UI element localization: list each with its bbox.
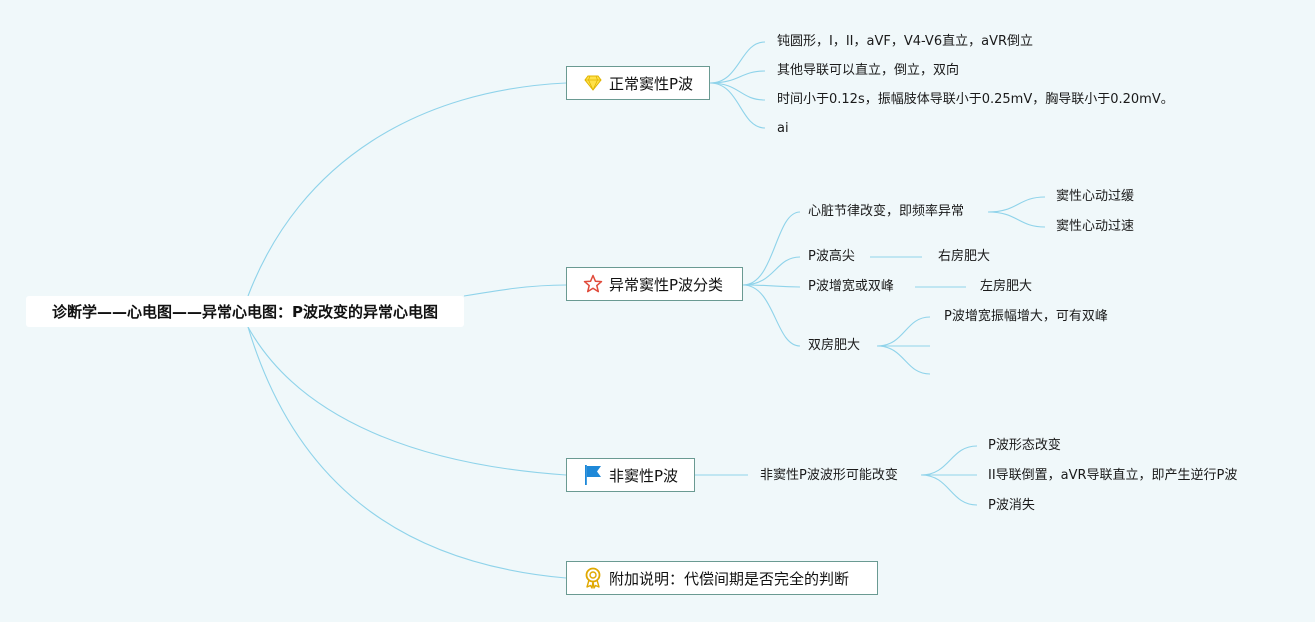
leaf-b1-2[interactable]: 其他导联可以直立，倒立，双向 xyxy=(777,63,960,78)
node-biatrial-enlargement[interactable]: 双房肥大 xyxy=(808,338,861,353)
branch-normal-sinus-p-wave[interactable]: 正常窦性P波 xyxy=(566,66,710,100)
connector-root-branch-3 xyxy=(247,326,567,476)
diamond-icon xyxy=(583,73,603,93)
connector-b2-child-4 xyxy=(742,284,801,347)
branch-label: 非窦性P波 xyxy=(609,466,679,485)
leaf-b1-3[interactable]: 时间小于0.12s，振幅肢体导联小于0.25mV，胸导联小于0.20mV。 xyxy=(777,92,1174,107)
root-topic[interactable]: 诊断学——心电图——异常心电图：P波改变的异常心电图 xyxy=(26,296,464,327)
branch-label: 附加说明：代偿间期是否完全的判断 xyxy=(609,569,850,588)
node-non-sinus-waveform-change[interactable]: 非窦性P波波形可能改变 xyxy=(760,468,898,483)
leaf-b1-1[interactable]: 钝圆形，I，II，aVF，V4-V6直立，aVR倒立 xyxy=(777,34,1033,49)
connector-root-branch-1 xyxy=(247,82,567,297)
flag-icon xyxy=(583,465,603,485)
root-topic-label: 诊断学——心电图——异常心电图：P波改变的异常心电图 xyxy=(52,303,438,321)
leaf-p-wave-morphology-change[interactable]: P波形态改变 xyxy=(988,438,1061,453)
branch-label: 异常窦性P波分类 xyxy=(609,275,724,294)
connector-b1-leaf-1 xyxy=(709,41,766,84)
connector-b2c1-sub-1 xyxy=(987,196,1046,213)
connector-b2-child-1 xyxy=(742,211,801,286)
connector-b1-leaf-3 xyxy=(709,82,766,101)
leaf-left-atrial-enlargement[interactable]: 左房肥大 xyxy=(980,279,1033,294)
connector-b2c1-sub-2 xyxy=(987,211,1046,228)
connector-root-branch-4 xyxy=(247,326,567,579)
connector-b2c4-sub-3 xyxy=(876,345,931,375)
branch-abnormal-sinus-p-wave[interactable]: 异常窦性P波分类 xyxy=(566,267,743,301)
connector-b2-child-2 xyxy=(742,256,801,286)
node-heart-rhythm-change[interactable]: 心脏节律改变，即频率异常 xyxy=(808,204,965,219)
connector-b3c1-sub-1 xyxy=(920,445,978,476)
leaf-sinus-tachycardia[interactable]: 窦性心动过速 xyxy=(1056,219,1135,234)
branch-additional-notes[interactable]: 附加说明：代偿间期是否完全的判断 xyxy=(566,561,878,595)
leaf-right-atrial-enlargement[interactable]: 右房肥大 xyxy=(938,249,991,264)
connector-b3c1-sub-3 xyxy=(920,474,978,506)
connector-b1-leaf-2 xyxy=(709,70,766,84)
leaf-wide-tall-p-wave[interactable]: P波增宽振幅增大，可有双峰 xyxy=(944,309,1108,324)
node-wide-double-peak-p-wave[interactable]: P波增宽或双峰 xyxy=(808,279,894,294)
award-icon xyxy=(583,567,603,589)
star-icon xyxy=(583,274,603,294)
leaf-sinus-bradycardia[interactable]: 窦性心动过缓 xyxy=(1056,189,1135,204)
leaf-b1-4[interactable]: ai xyxy=(777,121,789,136)
connector-root-branch-2 xyxy=(463,284,567,297)
connector-b2c4-sub-1 xyxy=(876,316,931,347)
connector-b1-leaf-4 xyxy=(709,82,766,129)
branch-non-sinus-p-wave[interactable]: 非窦性P波 xyxy=(566,458,695,492)
leaf-p-wave-absent[interactable]: P波消失 xyxy=(988,498,1035,513)
branch-label: 正常窦性P波 xyxy=(609,74,694,93)
leaf-retrograde-p-wave[interactable]: II导联倒置，aVR导联直立，即产生逆行P波 xyxy=(988,468,1238,483)
node-tall-p-wave[interactable]: P波高尖 xyxy=(808,249,855,264)
connector-b2-child-3 xyxy=(742,284,801,288)
